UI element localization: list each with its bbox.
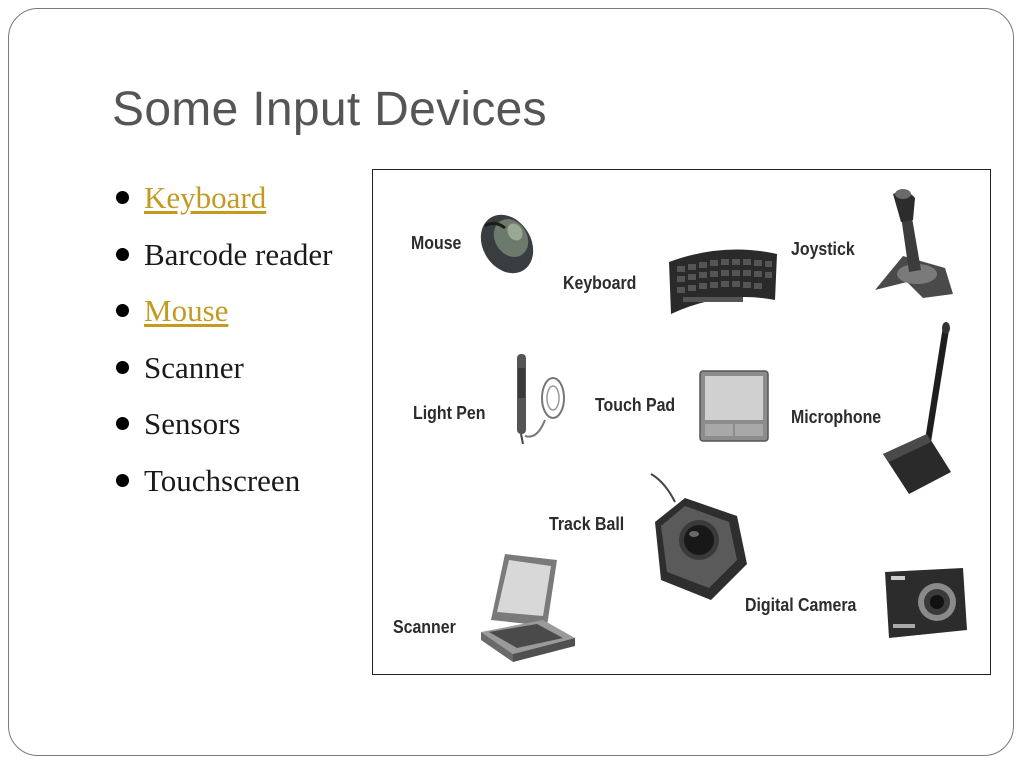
- slide-title: Some Input Devices: [112, 83, 547, 136]
- digital-camera-label: Digital Camera: [745, 594, 857, 615]
- bullet-item-mouse: Mouse: [114, 283, 332, 340]
- touch-pad-label: Touch Pad: [595, 394, 676, 415]
- bullet-item-scanner: Scanner: [114, 340, 332, 397]
- bullet-label: Sensors: [144, 406, 241, 441]
- joystick-label: Joystick: [791, 238, 855, 259]
- bullet-dot: [116, 417, 129, 430]
- bullet-label: Barcode reader: [144, 236, 333, 272]
- bullet-dot: [116, 304, 129, 317]
- microphone-label: Microphone: [791, 406, 882, 427]
- light-pen-label: Light Pen: [413, 402, 486, 423]
- scanner-label: Scanner: [393, 616, 456, 637]
- keyboard-label: Keyboard: [563, 272, 637, 293]
- mouse-link[interactable]: Mouse: [144, 293, 229, 328]
- joystick-icon: [875, 189, 953, 298]
- scanner-icon: [481, 554, 575, 662]
- keyboard-icon: [669, 249, 777, 314]
- bullet-item-sensors: Sensors: [114, 396, 332, 453]
- bullet-item-keyboard: Keyboard: [114, 170, 332, 227]
- bullet-label: Scanner: [144, 349, 244, 385]
- bullet-dot: [116, 360, 129, 374]
- track-ball-icon: [650, 473, 747, 600]
- bullet-dot: [116, 473, 129, 487]
- light-pen-icon: [517, 354, 565, 445]
- microphone-icon: [883, 322, 951, 494]
- track-ball-label: Track Ball: [549, 513, 625, 534]
- bullet-item-touchscreen: Touchscreen: [114, 453, 332, 510]
- mouse-label: Mouse: [411, 232, 462, 253]
- input-devices-figure: Mouse Keyboard Joystick Light Pen: [372, 169, 991, 675]
- bullet-label: Touchscreen: [144, 462, 301, 498]
- keyboard-link[interactable]: Keyboard: [144, 180, 267, 215]
- bullet-dot: [116, 191, 129, 204]
- mouse-icon: [480, 214, 534, 274]
- bullet-item-barcode-reader: Barcode reader: [114, 227, 332, 284]
- bullet-list: Keyboard Barcode reader Mouse Scanner Se…: [114, 170, 332, 509]
- digital-camera-icon: [885, 568, 967, 638]
- bullet-dot: [116, 247, 129, 261]
- touch-pad-icon: [699, 370, 769, 442]
